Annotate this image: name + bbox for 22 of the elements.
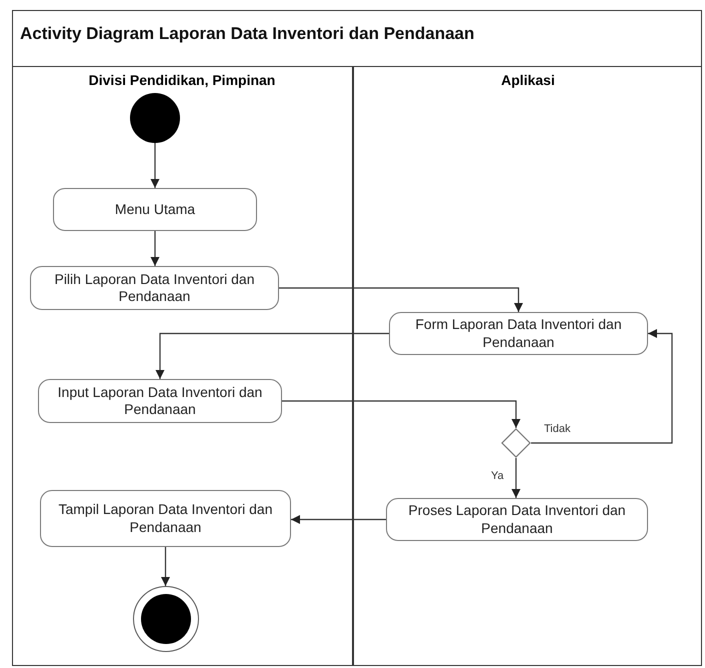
arrow xyxy=(282,400,520,428)
arrow xyxy=(150,143,160,188)
decision-diamond xyxy=(501,428,531,458)
edge-label: Ya xyxy=(490,470,505,482)
arrow xyxy=(150,231,160,266)
diagram-title: Activity Diagram Laporan Data Inventori dan Pendanaan xyxy=(20,24,474,44)
activity-box: Tampil Laporan Data Inventori dan Pendanaan xyxy=(40,490,291,547)
arrow xyxy=(279,287,523,312)
initial-node xyxy=(130,93,180,143)
arrow xyxy=(156,332,389,379)
activity-box: Proses Laporan Data Inventori dan Pendanaan xyxy=(386,498,648,541)
activity-box: Menu Utama xyxy=(53,188,257,231)
arrow xyxy=(531,329,673,444)
activity-box: Form Laporan Data Inventori dan Pendanaan xyxy=(389,312,648,355)
activity-box: Pilih Laporan Data Inventori dan Pendanaan xyxy=(30,266,279,310)
arrow xyxy=(512,458,520,498)
lane-heading: Aplikasi xyxy=(500,72,556,88)
activity-box: Input Laporan Data Inventori dan Pendanaan xyxy=(38,379,282,423)
arrow xyxy=(291,515,386,524)
edge-label: Tidak xyxy=(543,423,572,435)
lane-heading: Divisi Pendidikan, Pimpinan xyxy=(88,72,276,88)
arrow xyxy=(161,547,170,586)
